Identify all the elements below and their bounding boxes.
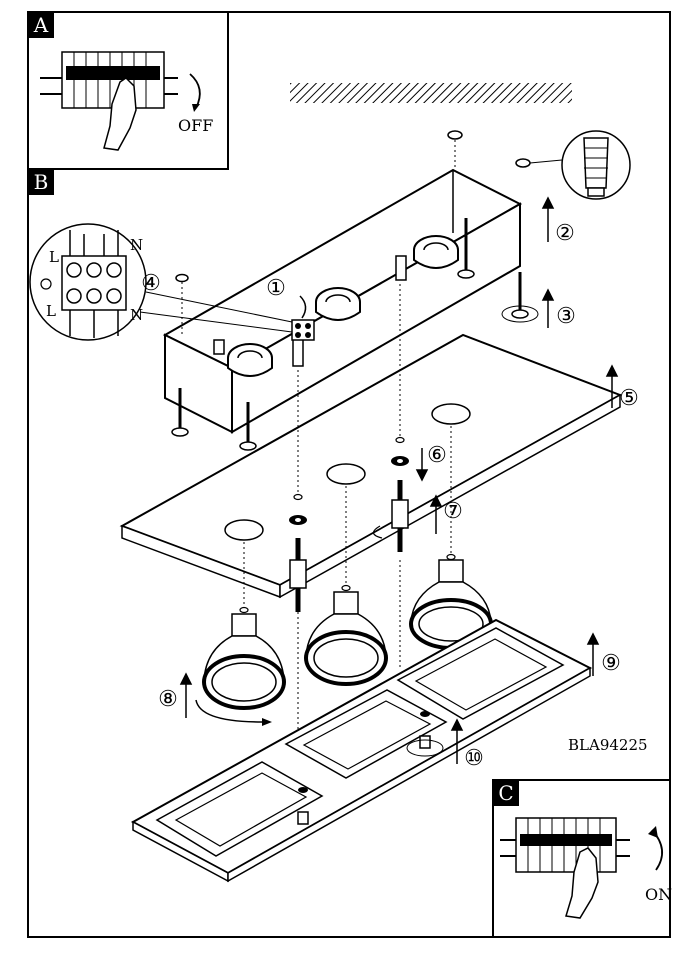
breaker-a-icon xyxy=(40,51,178,109)
small-hole-left xyxy=(175,273,189,283)
cover-frame xyxy=(130,618,593,883)
spacer-post-1 xyxy=(395,255,407,281)
wall-plug-icon xyxy=(583,137,609,189)
panel-c-badge xyxy=(493,780,519,806)
off-label: OFF xyxy=(178,116,213,135)
ceiling-hole-1 xyxy=(447,130,463,140)
hand-a-icon xyxy=(103,77,137,151)
screw-right-top-icon xyxy=(457,218,475,279)
cover-stud-1-icon xyxy=(297,787,309,825)
panel-a-label: A xyxy=(33,13,49,37)
off-arrow-icon xyxy=(189,73,201,109)
wiring-n-top: N xyxy=(130,236,143,254)
ceiling-hole-2 xyxy=(515,158,531,168)
step-7-label: ⑦ xyxy=(443,499,463,524)
stud-right-icon xyxy=(372,436,409,552)
screw-left-1-icon xyxy=(171,388,189,437)
step-2-label: ② xyxy=(555,221,575,246)
panel-b-label: B xyxy=(34,170,49,194)
panel-a: A OFF xyxy=(27,11,229,170)
wiring-n-bottom: N xyxy=(130,306,143,324)
step-arrows xyxy=(179,196,619,764)
step-8-label: ⑧ xyxy=(158,687,178,712)
wiring-l-top: L xyxy=(49,248,59,266)
terminal-block-icon xyxy=(291,295,315,341)
panel-c: C ON xyxy=(492,779,672,938)
panel-b-badge xyxy=(28,169,54,195)
breaker-c-icon xyxy=(500,817,630,873)
spacer-post-3 xyxy=(213,339,225,355)
step-5-label: ⑤ xyxy=(619,386,639,411)
step-10-label: ⑩ xyxy=(464,746,484,771)
step-4-label: ④ xyxy=(141,271,161,296)
earth-icon xyxy=(40,278,52,290)
model-code: BLA94225 xyxy=(568,736,648,754)
bulb-left-icon xyxy=(195,606,286,726)
step-6-label: ⑥ xyxy=(427,443,447,468)
panel-a-badge xyxy=(28,12,54,38)
step-9-label: ⑨ xyxy=(601,651,621,676)
step-1-label: ① xyxy=(266,276,286,301)
outer-frame xyxy=(27,11,671,938)
panel-c-label: C xyxy=(498,781,513,805)
bulb-middle-icon xyxy=(304,584,388,686)
stud-left-icon xyxy=(289,493,307,612)
socket-middle xyxy=(315,287,361,321)
wiring-l-bottom: L xyxy=(46,302,56,320)
socket-left xyxy=(227,343,273,377)
hand-c-icon xyxy=(565,847,599,919)
socket-right xyxy=(413,235,459,269)
screw-right-outer-icon xyxy=(501,272,539,323)
wiring-detail: L N L N xyxy=(29,223,293,341)
ceiling-hatch xyxy=(290,83,572,103)
mounting-plate xyxy=(119,333,623,599)
step-3-label: ③ xyxy=(556,304,576,329)
cover-stud-2-icon xyxy=(406,711,444,757)
on-label: ON xyxy=(645,885,672,904)
wall-plug-detail xyxy=(529,130,631,200)
screw-left-2-icon xyxy=(239,402,257,451)
panel-b: B xyxy=(28,169,54,195)
